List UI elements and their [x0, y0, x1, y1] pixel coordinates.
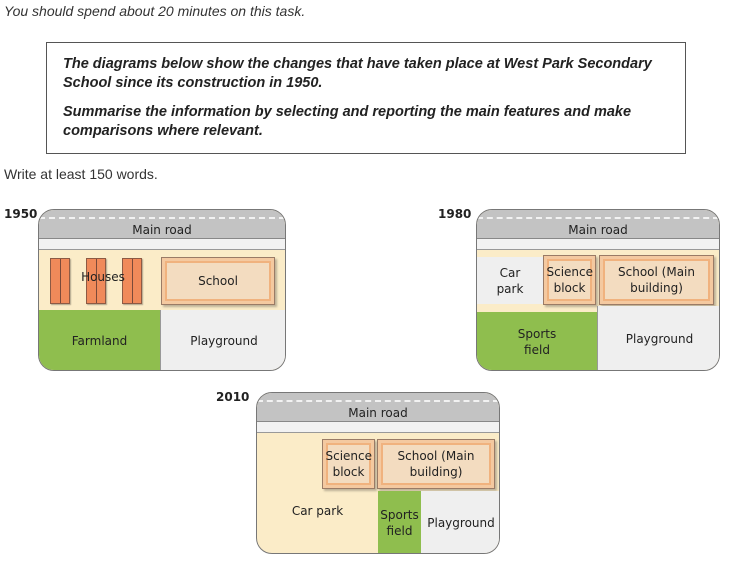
playground: Playground: [421, 491, 499, 553]
car-park-label: Car park: [496, 265, 524, 296]
main-road: Main road: [257, 393, 499, 422]
school-building: School: [161, 257, 275, 305]
road-label: Main road: [132, 223, 192, 237]
house: [50, 258, 70, 304]
sports-field: Sports field: [477, 312, 597, 370]
task-description: The diagrams below show the changes that…: [63, 56, 652, 91]
word-requirement: Write at least 150 words.: [4, 166, 158, 182]
car-park: Car park: [477, 257, 543, 304]
school-main-building: School (Main building): [599, 255, 714, 305]
playground: Playground: [160, 310, 285, 370]
main-road: Main road: [39, 210, 285, 239]
houses-label: Houses: [81, 270, 125, 284]
sports-field-label: Sports field: [517, 327, 557, 357]
year-label-1980: 1980: [438, 207, 472, 221]
map-2010: Main road Car park Science block School …: [256, 392, 500, 554]
main-road: Main road: [477, 210, 719, 239]
science-block: Science block: [543, 255, 596, 305]
school-main-building: School (Main building): [377, 439, 495, 489]
sports-field-label: Sports field: [380, 508, 419, 538]
task-instruction: Summarise the information by selecting a…: [63, 104, 632, 139]
road-label: Main road: [568, 223, 628, 237]
school-label: School: [198, 274, 238, 288]
science-block: Science block: [322, 439, 375, 489]
pavement: [477, 239, 719, 250]
school-label: School (Main building): [618, 265, 695, 295]
year-label-1950: 1950: [4, 207, 38, 221]
playground: Playground: [597, 306, 719, 370]
map-1980: Main road Car park Science block School …: [476, 209, 720, 371]
car-park: Car park: [291, 504, 344, 518]
map-1950: Main road Houses School Farmland Playgro…: [38, 209, 286, 371]
road-label: Main road: [348, 406, 408, 420]
house: [122, 258, 142, 304]
year-label-2010: 2010: [216, 390, 250, 404]
task-box: The diagrams below show the changes that…: [46, 42, 686, 154]
sports-field: Sports field: [378, 491, 421, 553]
pavement: [257, 422, 499, 433]
farmland: Farmland: [39, 310, 160, 370]
science-block-label: Science block: [325, 449, 373, 479]
time-instruction: You should spend about 20 minutes on thi…: [4, 3, 306, 19]
school-label: School (Main building): [397, 449, 475, 479]
science-block-label: Science block: [546, 265, 594, 295]
pavement: [39, 239, 285, 250]
house: [86, 258, 106, 304]
